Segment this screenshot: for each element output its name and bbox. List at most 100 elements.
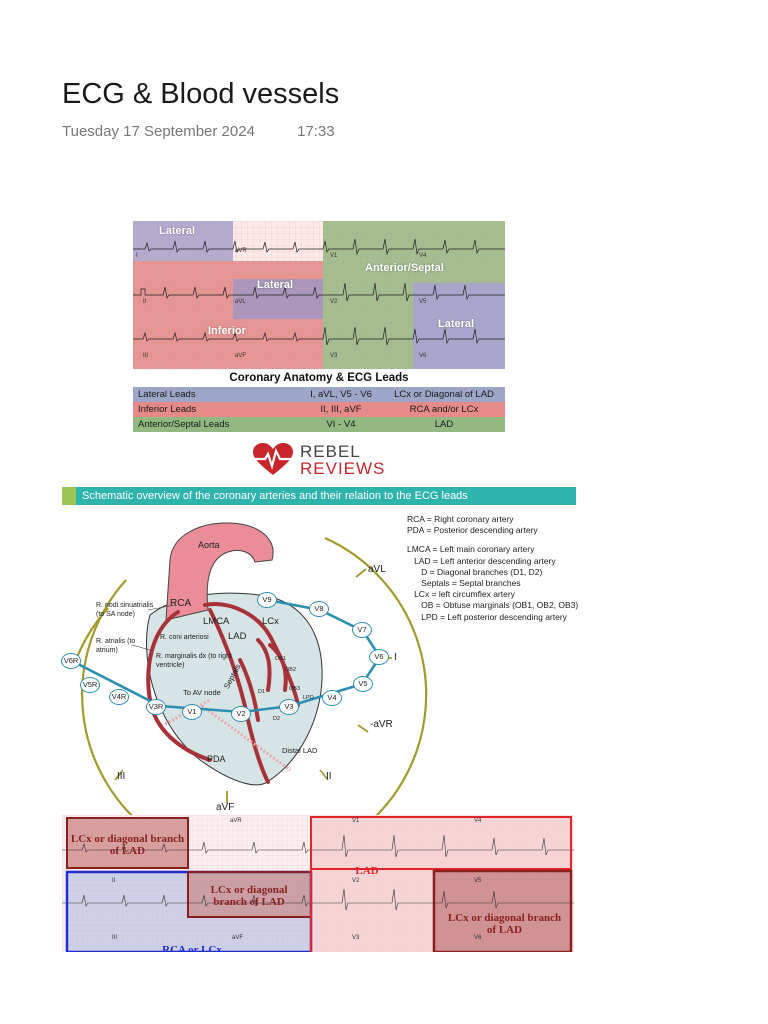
axis-label-i: I xyxy=(394,652,397,663)
label-atrialis: R. atrialis (to atrium) xyxy=(96,638,136,654)
territory-label-lcx-2: LCx or diagonal branch of LAD xyxy=(210,884,288,908)
lead-node-v2: V2 xyxy=(231,706,251,722)
lead-label-v4: V4 xyxy=(474,818,482,824)
legend-item: LPD = Left posterior descending artery xyxy=(407,611,567,622)
label-ob3: OB3 xyxy=(289,686,301,692)
label-lad: LAD xyxy=(228,631,247,642)
heart-ecg-icon xyxy=(253,443,293,475)
lead-label-v6: V6 xyxy=(419,353,427,359)
label-marginalis: R. marginalis dx (to right ventricle) xyxy=(156,653,232,669)
lead-label-v1: V1 xyxy=(352,818,360,824)
lead-label-v5: V5 xyxy=(419,299,427,305)
page-meta: Tuesday 17 September 2024 17:33 xyxy=(62,123,335,140)
ecg-grid xyxy=(133,221,505,369)
legend-item: D = Diagonal branches (D1, D2) xyxy=(407,566,543,577)
label-coni-arteriosi: R. coni arteriosi xyxy=(160,634,209,641)
legend-item: PDA = Posterior descending artery xyxy=(407,525,538,536)
region-label-lateral-2: Lateral xyxy=(257,279,294,291)
page-date: Tuesday 17 September 2024 xyxy=(62,123,255,140)
legend-item: Septals = Septal branches xyxy=(407,578,521,589)
label-pda: PDA xyxy=(207,754,226,764)
lead-node-v4r: V4R xyxy=(109,689,129,705)
territory-label-rca: RCA or LCx xyxy=(162,944,222,952)
territory-label-lad: LAD xyxy=(355,865,379,877)
ecg-trace-row2 xyxy=(133,282,505,302)
lead-node-v5: V5 xyxy=(353,676,373,692)
rebel-reviews-logo: REBEL REVIEWS xyxy=(251,442,401,478)
ecg-trace-row3 xyxy=(133,326,505,346)
label-distal-lad: Distal LAD xyxy=(282,746,318,755)
region-label-anterior: Anterior/Septal xyxy=(365,262,444,274)
lead-node-v7: V7 xyxy=(352,622,372,638)
lead-node-v6: V6 xyxy=(369,649,389,665)
lead-node-v3: V3 xyxy=(279,699,299,715)
label-ob2: OB2 xyxy=(285,667,297,673)
lead-label-v3: V3 xyxy=(330,353,338,359)
lead-label-avf: aVF xyxy=(232,935,244,941)
lead-label-ii: II xyxy=(112,878,116,884)
ecg-trace-row2 xyxy=(62,888,574,911)
figure1-caption: Coronary Anatomy & ECG Leads xyxy=(229,372,409,384)
lead-artery: RCA and/or LCx xyxy=(409,404,479,415)
lead-artery: LAD xyxy=(434,419,454,430)
ecg-grid-2 xyxy=(62,815,574,952)
label-rca: RCA xyxy=(170,598,192,609)
lead-list: I, aVL, V5 - V6 xyxy=(310,389,372,400)
legend-item: RCA = Right coronary artery xyxy=(407,514,514,524)
lead-group: Inferior Leads xyxy=(138,404,197,415)
label-lpd: LPD xyxy=(303,695,314,701)
lead-node-v6r: V6R xyxy=(61,653,81,669)
legend-item: OB = Obtuse marginals (OB1, OB2, OB3) xyxy=(407,600,579,611)
lead-group: Lateral Leads xyxy=(138,389,196,400)
logo-text-rebel: REBEL xyxy=(300,442,361,461)
lead-node-v9: V9 xyxy=(257,592,277,608)
axis-label-iii: III xyxy=(117,771,126,782)
lead-node-v8: V8 xyxy=(309,601,329,617)
lead-label-v2: V2 xyxy=(330,299,338,305)
ecg-artery-map: LCx or diagonal branch of LAD LCx or dia… xyxy=(62,815,574,952)
ecg-regions-figure: Lateral Lateral Lateral Inferior Anterio… xyxy=(133,221,505,432)
label-lmca: LMCA xyxy=(203,616,230,627)
label-aorta: Aorta xyxy=(198,540,220,550)
axis-label-avf: aVF xyxy=(216,802,235,813)
label-lcx: LCx xyxy=(262,616,279,627)
lead-label-v4: V4 xyxy=(419,253,427,259)
page-title: ECG & Blood vessels xyxy=(62,78,340,110)
legend-item: LMCA = Left main coronary artery xyxy=(407,544,535,555)
region-label-inferior: Inferior xyxy=(208,325,246,337)
territory-label-lcx-1: LCx or diagonal branch of LAD xyxy=(70,833,185,857)
label-ob1: OB1 xyxy=(275,656,287,662)
lead-label-iii: III xyxy=(143,353,149,359)
lead-label-avr: aVR xyxy=(235,248,247,254)
lead-node-v3r: V3R xyxy=(146,699,166,715)
axis-label-avl: aVL xyxy=(368,564,386,575)
label-nodi-sinuatrialis: R. nodi sinuatrialis (to SA node) xyxy=(96,602,154,618)
legend-item: LAD = Left anterior descending artery xyxy=(407,555,556,566)
axis-label-minus-avr: -aVR xyxy=(370,719,393,730)
lead-label-v5: V5 xyxy=(474,878,482,884)
logo-text-reviews: REVIEWS xyxy=(300,459,386,478)
legend-item: LCx = left circumflex artery xyxy=(407,589,515,600)
ecg-strip-panel: Lateral Lateral Lateral Inferior Anterio… xyxy=(133,221,505,369)
lead-label-avl: aVL xyxy=(235,299,246,305)
lead-label-v2: V2 xyxy=(352,878,360,884)
lead-node-v1: V1 xyxy=(182,704,202,720)
lead-table-row: Lateral Leads I, aVL, V5 - V6 LCx or Dia… xyxy=(133,387,505,402)
lead-label-v1: V1 xyxy=(330,253,338,259)
lead-label-iii: III xyxy=(112,935,118,941)
lead-label-v3: V3 xyxy=(352,935,360,941)
figure2-title: Schematic overview of the coronary arter… xyxy=(82,490,468,502)
lead-node-v5r: V5R xyxy=(80,677,100,693)
lead-label-avf: aVF xyxy=(235,353,247,359)
label-d1: D1 xyxy=(258,689,266,695)
lead-artery: LCx or Diagonal of LAD xyxy=(394,389,494,400)
lead-table-row: Anterior/Septal Leads VI - V4 LAD xyxy=(133,417,505,432)
lead-label-v6: V6 xyxy=(474,935,482,941)
lead-label-avr: aVR xyxy=(230,818,242,824)
lead-node-v4: V4 xyxy=(322,690,342,706)
header-accent xyxy=(62,487,76,505)
lead-table-row: Inferior Leads II, III, aVF RCA and/or L… xyxy=(133,402,505,417)
artery-legend: RCA = Right coronary artery PDA = Poster… xyxy=(407,514,578,623)
label-to-av-node: To AV node xyxy=(183,688,221,697)
ecg-trace-row1 xyxy=(62,834,574,858)
